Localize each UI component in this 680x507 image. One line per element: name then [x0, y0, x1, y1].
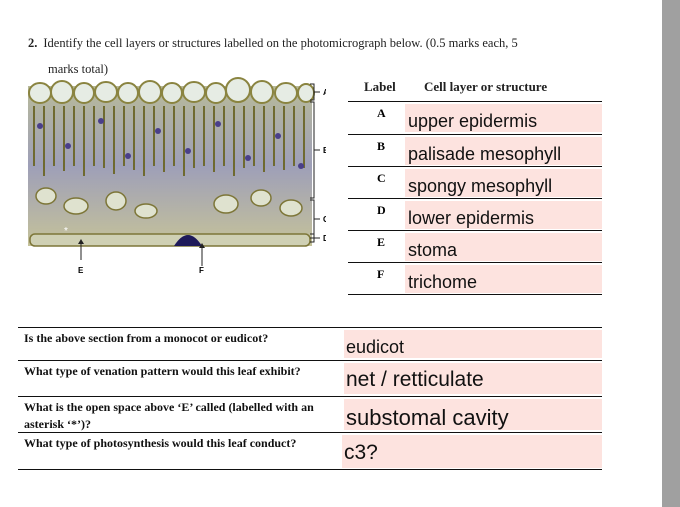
answer-field[interactable]: c3?: [342, 435, 602, 468]
row-label: E: [377, 235, 386, 249]
row-label: B: [377, 139, 386, 153]
row-label: D: [377, 203, 386, 217]
scrollbar[interactable]: [662, 0, 680, 507]
divider: [348, 230, 602, 231]
asterisk: *: [64, 226, 68, 237]
divider: [18, 360, 602, 361]
question-text: What type of photosynthesis would this l…: [24, 436, 297, 450]
header-structure: Cell layer or structure: [424, 79, 548, 94]
row-label: C: [377, 171, 386, 185]
label-E: E: [78, 266, 84, 275]
lower-epidermis-cells: [29, 233, 311, 247]
question-line2: marks total): [48, 62, 109, 76]
trichome: [174, 235, 202, 246]
row-label: A: [377, 106, 386, 120]
question-text: Is the above section from a monocot or e…: [24, 331, 269, 345]
question-row: What type of venation pattern would this…: [18, 361, 602, 396]
divider: [348, 166, 602, 167]
upper-epidermis-cells: [28, 77, 315, 104]
answer-field[interactable]: net / retticulate: [344, 363, 602, 394]
label-A: A: [323, 88, 326, 97]
palisade-cells: [33, 106, 305, 176]
divider: [348, 294, 602, 295]
divider: [348, 101, 602, 102]
label-B: B: [323, 146, 326, 155]
question-text: What is the open space above ‘E’ called …: [24, 400, 314, 431]
question-text: 2. Identify the cell layers or structures…: [28, 30, 608, 82]
question-line1: Identify the cell layers or structures l…: [43, 36, 518, 50]
label-C: C: [323, 215, 326, 224]
divider: [18, 396, 602, 397]
leaf-micrograph: * A B C D E F: [28, 77, 326, 275]
label-F: F: [199, 266, 204, 275]
divider: [348, 134, 602, 135]
question-row: Is the above section from a monocot or e…: [18, 328, 602, 360]
divider: [18, 469, 602, 470]
answer-field[interactable]: eudicot: [344, 330, 602, 358]
divider: [18, 327, 602, 328]
question-row: What is the open space above ‘E’ called …: [18, 397, 602, 432]
divider: [348, 262, 602, 263]
label-D: D: [323, 234, 326, 243]
answer-field[interactable]: lower epidermis: [405, 201, 602, 229]
divider: [18, 432, 602, 433]
answer-field[interactable]: upper epidermis: [405, 104, 602, 132]
answer-field[interactable]: stoma: [405, 233, 602, 261]
divider: [348, 198, 602, 199]
answer-field[interactable]: trichome: [405, 265, 602, 293]
spongy-cells: [35, 187, 303, 219]
question-row: What type of photosynthesis would this l…: [18, 433, 602, 468]
header-label: Label: [364, 79, 396, 94]
nuclei: [37, 118, 304, 169]
question-text: What type of venation pattern would this…: [24, 364, 301, 378]
answer-field[interactable]: palisade mesophyll: [405, 137, 602, 165]
row-label: F: [377, 267, 385, 281]
answer-field[interactable]: spongy mesophyll: [405, 169, 602, 197]
question-number: 2.: [28, 36, 38, 50]
answer-field[interactable]: substomal cavity: [344, 399, 602, 430]
